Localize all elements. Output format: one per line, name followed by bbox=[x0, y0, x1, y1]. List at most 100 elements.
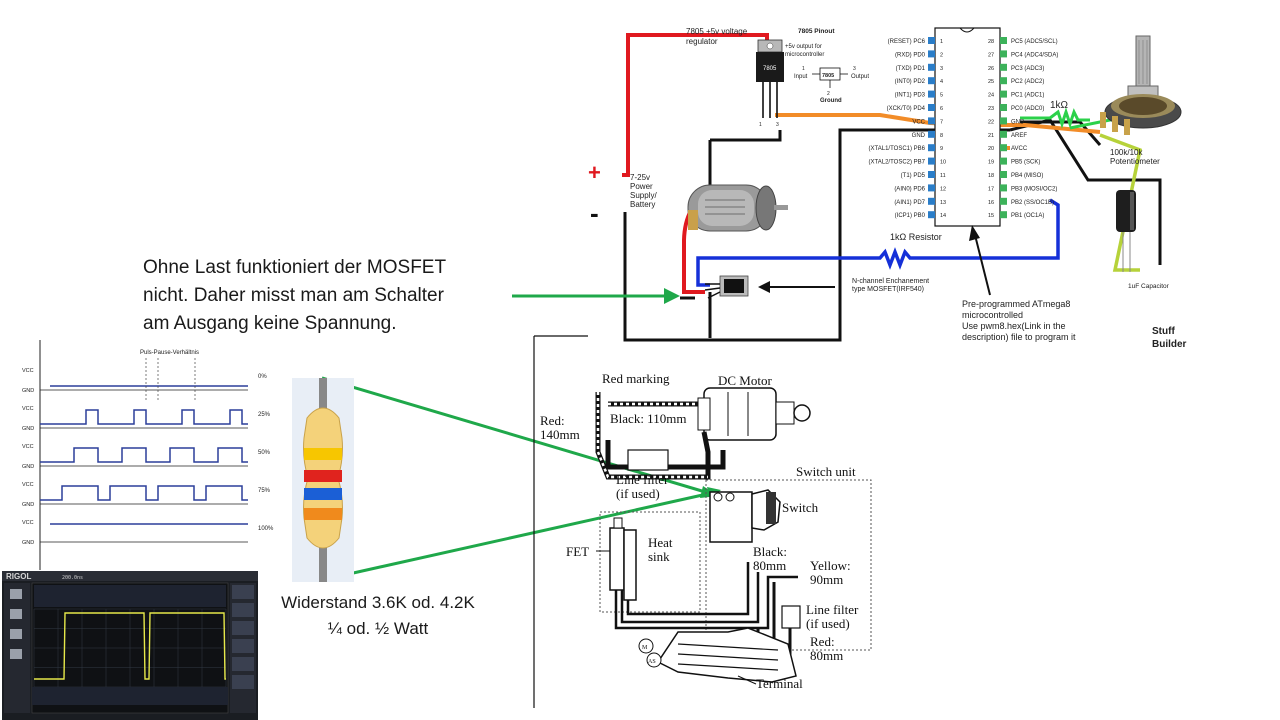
explanation-line: nicht. Daher misst man am Schalter bbox=[143, 285, 444, 306]
mcu-pin-pad bbox=[1000, 144, 1007, 152]
pinout-ground: Ground bbox=[820, 98, 842, 104]
mcu-pin-pad bbox=[928, 77, 935, 85]
mcu-left-pin-label: (RXD) PD0 bbox=[895, 52, 926, 58]
capacitor bbox=[1116, 190, 1136, 272]
blue-wire bbox=[696, 198, 1060, 287]
mcu-left-pin-num: 10 bbox=[940, 160, 946, 166]
mcu-left-pin-label: (RESET) PC6 bbox=[888, 39, 926, 45]
mcu-right-pin-num: 26 bbox=[988, 66, 994, 72]
wiring-switch bbox=[709, 489, 781, 543]
wiring-diagram: Red marking DC Motor Red:140mm Black: 11… bbox=[533, 335, 872, 708]
explanation-arrow-head bbox=[664, 288, 680, 304]
red-80-label: Red:80mm bbox=[810, 634, 843, 663]
mcu-left-pin-label: (TXD) PD1 bbox=[896, 66, 926, 72]
fet-label: FET bbox=[566, 544, 589, 559]
pinout-output: Output bbox=[851, 74, 869, 80]
terminal-pin-m: M bbox=[642, 645, 648, 651]
pwm-duty-label: 50% bbox=[258, 450, 271, 456]
mcu-pin-pad bbox=[1000, 197, 1007, 205]
pwm-rows: VCCGND0%VCCGND25%VCCGND50%VCCGND75%VCCGN… bbox=[22, 368, 274, 546]
pinout-input: Input bbox=[794, 74, 808, 80]
resistor-band bbox=[304, 448, 342, 460]
mcu-pin-pad bbox=[928, 144, 935, 152]
pwm-duty-label: 25% bbox=[258, 412, 271, 418]
mcu-left-pin-num: 9 bbox=[940, 146, 943, 152]
black-80-label: Black:80mm bbox=[753, 544, 787, 573]
mcu-pin-pad bbox=[928, 50, 935, 58]
line-filter-1-label: Line filter(if used) bbox=[616, 472, 669, 501]
mcu-pin-pad bbox=[1000, 171, 1007, 178]
mcu-right-pin-num: 24 bbox=[988, 93, 994, 99]
mcu-right-pin-num: 15 bbox=[988, 213, 994, 219]
mcu-pin-pad bbox=[1000, 130, 1007, 138]
mcu-right-pin-label: GND bbox=[1011, 119, 1025, 125]
mcu-right-pin-label: PC0 (ADC0) bbox=[1011, 106, 1044, 112]
mcu-left-pin-num: 3 bbox=[940, 66, 943, 72]
resistor-arrow-lower bbox=[321, 490, 717, 582]
pwm-vcc-label: VCC bbox=[22, 520, 34, 526]
switch-label: Switch bbox=[782, 500, 819, 515]
mcu-right-pin-label: PB2 (SS/OC1B) bbox=[1011, 200, 1054, 206]
mcu-right-pin-label: AREF bbox=[1011, 133, 1027, 139]
mcu-right-pin-label: PB4 (MISO) bbox=[1011, 173, 1043, 179]
mcu-right-pin-label: PC4 (ADC4/SDA) bbox=[1011, 52, 1058, 58]
oscilloscope-screen: RIGOL 200.0ns bbox=[2, 571, 258, 720]
regulator-chip-text: 7805 bbox=[763, 66, 777, 72]
mcu-pin-pad bbox=[928, 104, 935, 111]
pinout-num-3: 3 bbox=[853, 66, 856, 72]
mcu-pin-pad bbox=[1000, 50, 1007, 58]
mcu-pin-pad bbox=[928, 90, 935, 98]
pwm-gnd-label: GND bbox=[22, 502, 34, 508]
wiring-terminal: M AS bbox=[638, 627, 797, 683]
power-minus: - bbox=[590, 198, 599, 228]
pinout-title: 7805 Pinout bbox=[798, 28, 835, 35]
terminal-pin-as: AS bbox=[648, 659, 656, 665]
resistor-band bbox=[304, 508, 342, 520]
yellow-90-label: Yellow:90mm bbox=[810, 558, 851, 587]
mcu-left-pin-num: 5 bbox=[940, 93, 943, 99]
pwm-gnd-label: GND bbox=[22, 540, 34, 546]
mcu-right-pin-label: PC2 (ADC2) bbox=[1011, 79, 1044, 85]
mcu-right-pin-num: 17 bbox=[988, 186, 994, 192]
pwm-title: Puls-Pause-Verhältnis bbox=[140, 350, 199, 356]
pwm-vcc-label: VCC bbox=[22, 482, 34, 488]
capacitor-label: 1uF Capacitor bbox=[1128, 283, 1170, 290]
pwm-gnd-label: GND bbox=[22, 388, 34, 394]
pinout-num-1: 1 bbox=[802, 66, 805, 72]
mcu-left-pin-label: (XCK/T0) PD4 bbox=[887, 106, 926, 112]
mcu-right-pin-num: 27 bbox=[988, 52, 994, 58]
mcu-left-pin-num: 2 bbox=[940, 52, 943, 58]
pwm-vcc-label: VCC bbox=[22, 368, 34, 374]
mcu-left-pin-label: (INT1) PD3 bbox=[895, 93, 926, 99]
mcu-pin-pad bbox=[928, 130, 935, 138]
potentiometer bbox=[1100, 35, 1182, 135]
mcu-pin-pad bbox=[1000, 90, 1007, 98]
pwm-gnd-label: GND bbox=[22, 464, 34, 470]
mosfet bbox=[704, 275, 749, 299]
mcu-pin-pad bbox=[1000, 211, 1007, 219]
scope-brand: RIGOL bbox=[6, 572, 31, 581]
mcu-pin-pad bbox=[928, 157, 935, 165]
mcu-pin-pad bbox=[1000, 184, 1007, 192]
mcu-right-pin-label: PB3 (MOSI/OC2) bbox=[1011, 186, 1057, 192]
mcu-pin-pad bbox=[1000, 117, 1007, 125]
mcu-left-pin-label: GND bbox=[912, 133, 926, 139]
wiring-fet bbox=[609, 517, 637, 601]
resistor-band bbox=[304, 470, 342, 482]
mcu-right-pin-num: 19 bbox=[988, 160, 994, 166]
pwm-waveform bbox=[40, 409, 248, 425]
mosfet-arrow bbox=[758, 281, 835, 293]
resistor-image bbox=[292, 378, 354, 582]
mcu-right-pin-label: PC1 (ADC1) bbox=[1011, 93, 1044, 99]
pwm-waveform bbox=[40, 485, 248, 501]
mcu-left-pin-num: 13 bbox=[940, 200, 946, 206]
mcu-right-pin-num: 20 bbox=[988, 146, 994, 152]
mcu-left-pin-label: (AIN1) PD7 bbox=[894, 200, 925, 206]
